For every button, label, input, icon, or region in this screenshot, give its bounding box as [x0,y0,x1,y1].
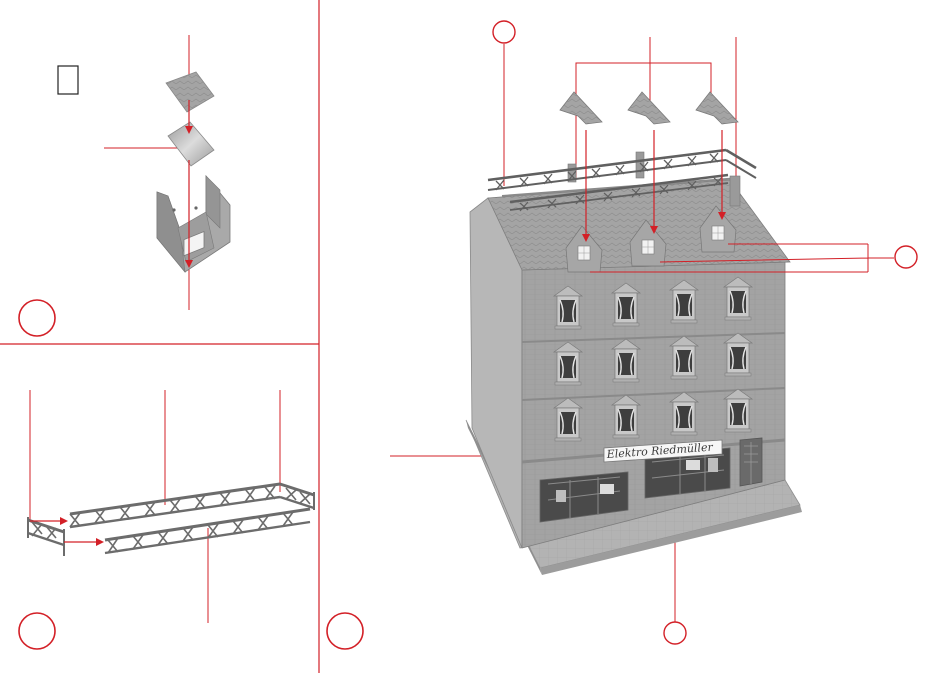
step-marker-dormer [19,300,55,336]
step-marker-fence [19,613,55,649]
chimney-right [730,176,740,206]
callout-roof-railing [493,21,515,43]
detail-box-icon [58,66,78,94]
dormer-roof-middle [628,92,670,124]
building-overview-panel: Elektro Riedmüller [327,21,917,649]
fence-assembly-panel [19,390,314,649]
entrance-door [740,438,762,486]
dormer-assembly-panel [19,35,230,336]
callout-sidewalk [664,622,686,644]
loose-dormer-roofs [560,92,738,124]
dormer-window-glazing-part [168,122,214,166]
panel-dividers [0,0,319,673]
fence-corner-piece [28,517,64,556]
fence-right-end [280,484,314,510]
dormer-body-part [157,176,230,272]
dormer-roof-part [166,72,214,112]
callout-dormer-windows [895,246,917,268]
dormer-roof-right [696,92,738,124]
step-marker-building [327,613,363,649]
fence-back-section [70,484,280,527]
dormer-roof-left [560,92,602,124]
